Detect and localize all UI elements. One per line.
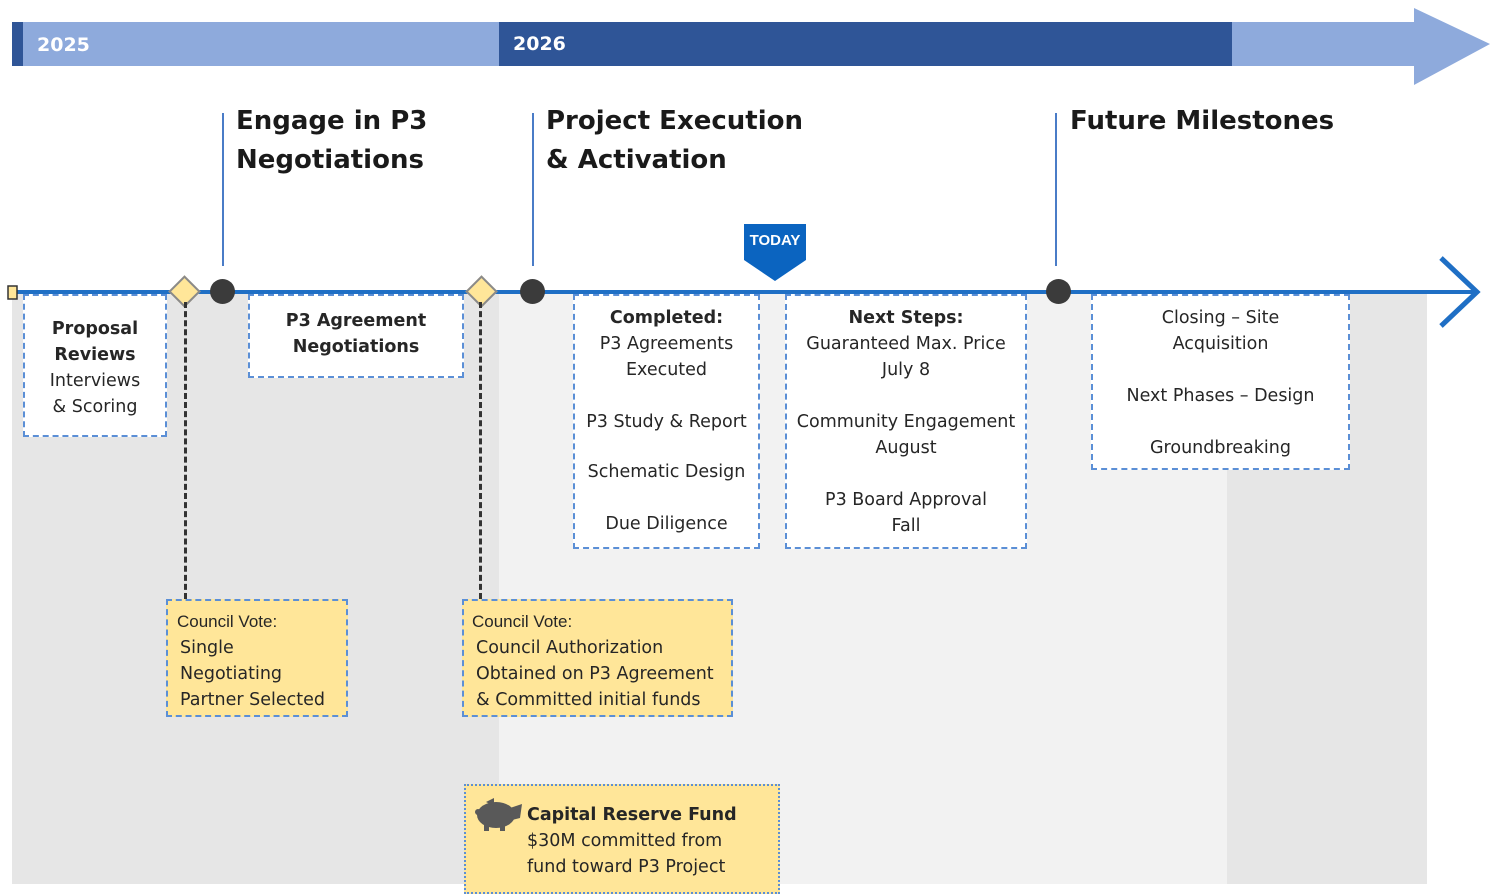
phase-divider-engage (222, 113, 224, 266)
phase-title-engage: Engage in P3 Negotiations (236, 106, 428, 175)
timeline-axis (7, 256, 1481, 328)
completed-box: Completed: P3 Agreements Executed P3 Stu… (573, 294, 760, 549)
year-header-arrow (12, 8, 1490, 85)
next-steps-box: Next Steps: Guaranteed Max. Price July 8… (785, 294, 1027, 549)
today-marker (744, 224, 806, 281)
proposal-reviews-box: Proposal Reviews Interviews & Scoring (23, 294, 167, 437)
milestone-dot-future (1046, 279, 1071, 304)
council-vote-1-box: Council Vote: Single Negotiating Partner… (166, 599, 348, 717)
year-2025-label: 2025 (37, 34, 90, 56)
future-milestones-box: Closing – Site Acquisition Next Phases –… (1091, 294, 1350, 470)
phase-divider-future (1055, 113, 1057, 266)
p3-negotiations-box: P3 Agreement Negotiations (248, 294, 464, 378)
milestone-dot-engage (210, 279, 235, 304)
phase-title-execution: Project Execution & Activation (546, 106, 803, 175)
today-label: TODAY (749, 232, 801, 249)
capital-reserve-fund-box: Capital Reserve Fund $30M committed from… (464, 784, 780, 894)
council-vote-2-box: Council Vote: Council Authorization Obta… (462, 599, 733, 717)
piggy-bank-icon (475, 798, 522, 831)
phase-divider-execution (532, 113, 534, 266)
connector-vote1 (184, 302, 187, 599)
phase-title-future: Future Milestones (1070, 106, 1335, 136)
milestone-dot-execution (520, 279, 545, 304)
connector-vote2 (479, 302, 482, 599)
year-2026-label: 2026 (513, 33, 566, 55)
